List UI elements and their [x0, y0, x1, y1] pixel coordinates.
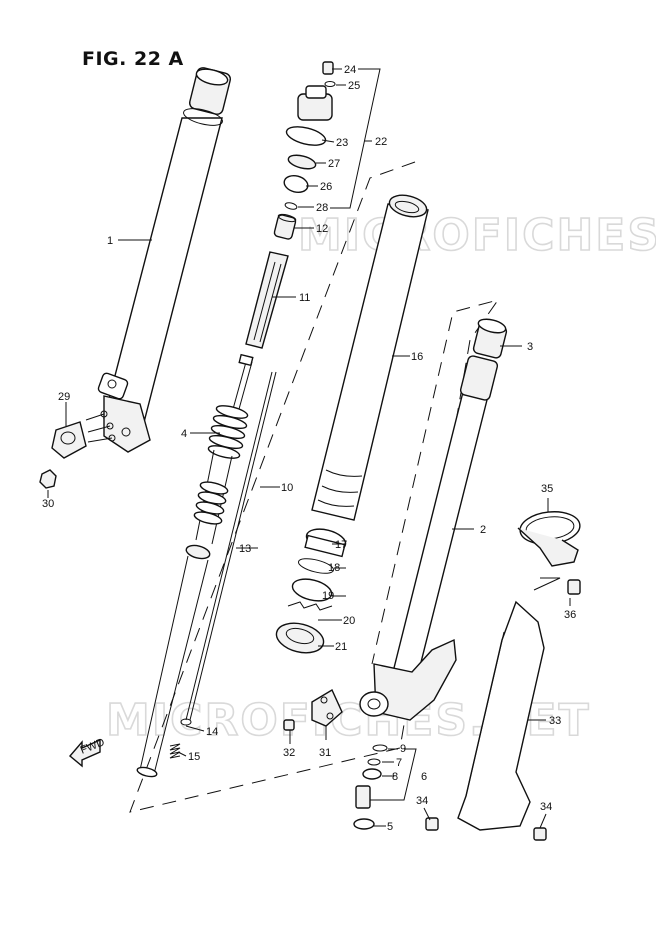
callout-2: 2	[480, 524, 486, 536]
clamp-nut	[39, 469, 57, 489]
callout-29: 29	[58, 391, 70, 403]
assembly-outline	[129, 161, 500, 813]
callout-3: 3	[527, 341, 533, 353]
fork-guard	[457, 600, 545, 831]
callout-34a: 34	[416, 795, 428, 807]
callout-25: 25	[348, 80, 360, 92]
callout-27: 27	[328, 158, 340, 170]
callout-26: 26	[320, 181, 332, 193]
seal-stack	[275, 528, 347, 654]
callout-5: 5	[387, 821, 393, 833]
callout-12: 12	[316, 223, 328, 235]
callout-16: 16	[411, 351, 423, 363]
callout-19: 19	[322, 590, 334, 602]
drain-bolt-stack	[353, 744, 388, 830]
figure-title: FIG. 22 A	[82, 48, 184, 70]
callout-31: 31	[319, 747, 331, 759]
callout-20: 20	[343, 615, 355, 627]
inner-rod	[185, 371, 277, 721]
callout-24: 24	[344, 64, 356, 76]
callout-14: 14	[206, 726, 218, 738]
callout-11: 11	[299, 292, 310, 304]
callout-1: 1	[107, 235, 113, 247]
collar	[273, 213, 297, 240]
callout-10: 10	[281, 482, 293, 494]
callout-22: 22	[375, 136, 387, 148]
small-spring	[169, 718, 192, 759]
callout-9: 9	[400, 743, 406, 755]
callout-17: 17	[335, 539, 347, 551]
spring-guide	[245, 251, 289, 349]
callout-15: 15	[188, 751, 200, 763]
callout-32: 32	[283, 747, 295, 759]
callout-7: 7	[396, 757, 402, 769]
outer-tube-left	[97, 67, 232, 453]
callout-labels: 1 2 3 4 5 6 7 8 9 10 11 12 13 14 15 16 1…	[42, 64, 576, 833]
callout-33: 33	[549, 715, 561, 727]
callout-35: 35	[541, 483, 553, 495]
callout-21: 21	[335, 641, 347, 653]
callout-30: 30	[42, 498, 54, 510]
inner-tube-center	[311, 194, 429, 521]
callout-23: 23	[336, 137, 348, 149]
watermark-top: MICROFICHES.NET	[298, 210, 656, 261]
callout-6: 6	[421, 771, 427, 783]
damper-rod	[136, 353, 254, 778]
callout-13: 13	[239, 543, 251, 555]
callout-28: 28	[316, 202, 328, 214]
callout-8: 8	[392, 771, 398, 783]
leader-lines	[47, 68, 571, 829]
caliper-bracket	[283, 688, 343, 731]
callout-4: 4	[181, 428, 187, 440]
outer-tube-right	[359, 318, 508, 721]
fork-cap-assembly	[283, 61, 336, 210]
axle-clamp	[51, 410, 116, 459]
fwd-arrow-icon: FWD	[69, 736, 106, 768]
callout-36: 36	[564, 609, 576, 621]
callout-18: 18	[328, 562, 340, 574]
callout-34b: 34	[540, 801, 552, 813]
fork-clamp	[517, 511, 581, 595]
